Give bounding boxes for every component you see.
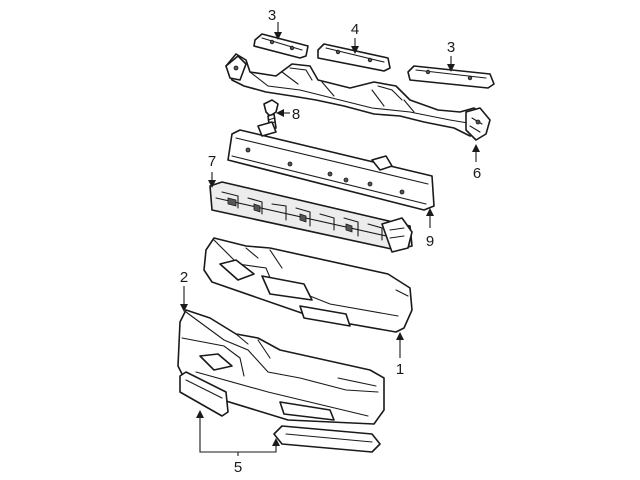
callout-7: 7 xyxy=(208,153,216,170)
callout-2: 2 xyxy=(180,269,188,286)
part-upper-fascia xyxy=(203,237,413,333)
callout-1: 1 xyxy=(396,361,404,378)
callout-9: 9 xyxy=(426,233,434,250)
callout-3-left: 3 xyxy=(268,7,276,24)
leader-lines xyxy=(180,22,480,456)
part-bracket-right xyxy=(407,65,495,89)
part-upper-support xyxy=(225,53,491,141)
part-impact-bar xyxy=(227,121,435,211)
part-bracket-center xyxy=(317,43,391,72)
part-trim-strip-left xyxy=(179,371,229,417)
callout-5: 5 xyxy=(234,459,242,476)
callout-6: 6 xyxy=(473,165,481,182)
part-bracket-left xyxy=(253,33,309,59)
part-trim-strip-right xyxy=(273,425,381,453)
callout-8: 8 xyxy=(292,106,300,123)
callout-3-right: 3 xyxy=(447,39,455,56)
callout-labels: 3 4 3 8 6 7 9 1 2 5 xyxy=(180,7,481,476)
part-energy-absorber xyxy=(209,181,413,253)
callout-4: 4 xyxy=(351,21,359,38)
part-bolt xyxy=(263,99,279,131)
